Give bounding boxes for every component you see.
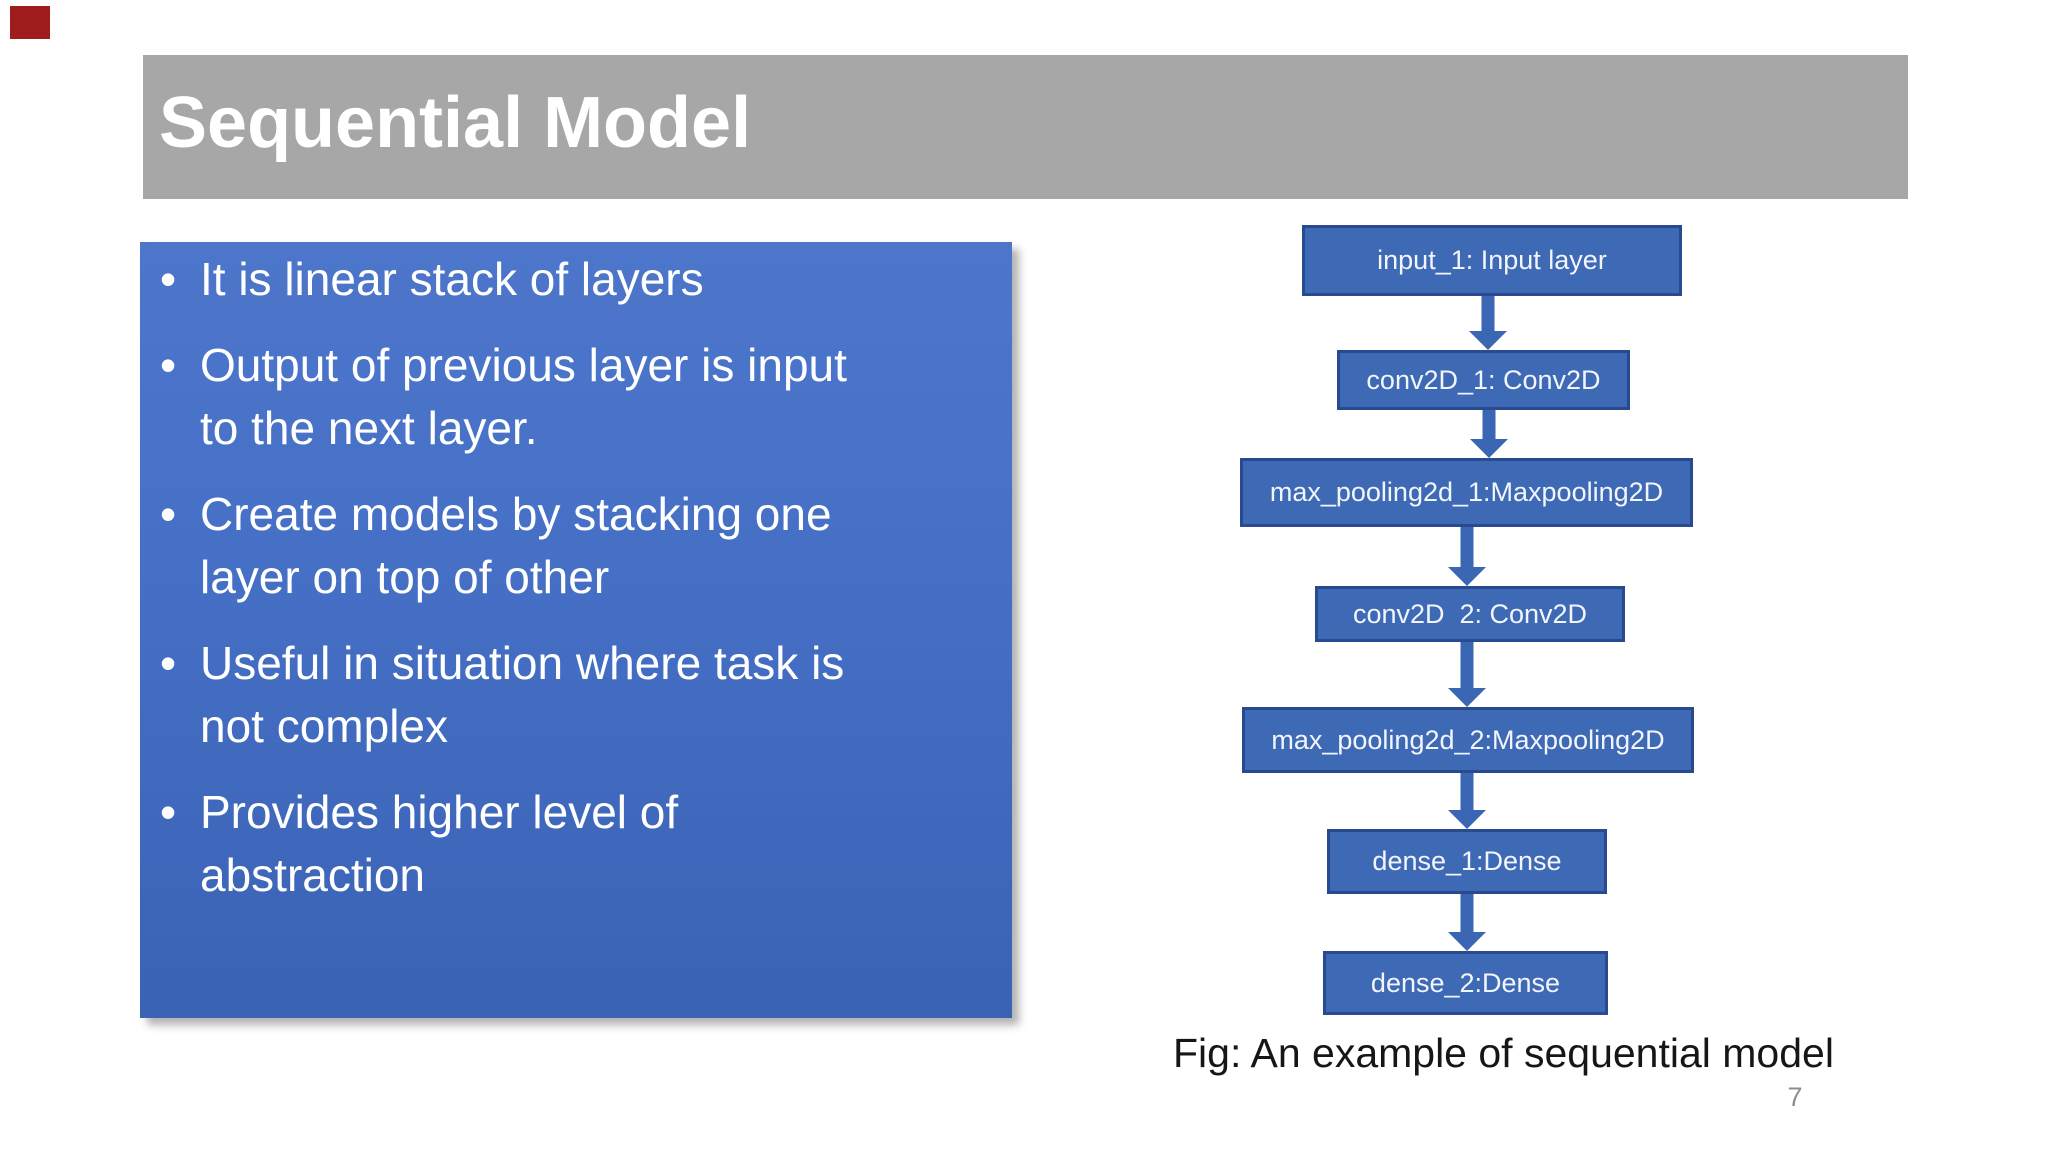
bullet-item: Provides higher level of abstraction xyxy=(140,781,992,907)
bullet-text: Provides higher level of xyxy=(200,786,679,838)
figure-caption: Fig: An example of sequential model xyxy=(1173,1030,1834,1076)
bullet-text: Useful in situation where task is xyxy=(200,637,845,689)
down-arrow-icon xyxy=(1469,296,1507,350)
down-arrow-icon xyxy=(1470,410,1508,458)
bullet-text: not complex xyxy=(200,700,449,752)
down-arrow-icon xyxy=(1448,527,1486,586)
down-arrow-icon xyxy=(1448,894,1486,951)
flow-node-max-pooling2d-2: max_pooling2d_2:Maxpooling2D xyxy=(1242,707,1694,773)
down-arrow-icon xyxy=(1448,642,1486,707)
flow-node-max-pooling2d-1: max_pooling2d_1:Maxpooling2D xyxy=(1240,458,1693,527)
bullet-text: Output of previous layer is input xyxy=(200,339,847,391)
bullet-item: Useful in situation where task is not co… xyxy=(140,632,992,758)
bullet-text: Create models by stacking one xyxy=(200,488,832,540)
flow-node-conv2d-1: conv2D_1: Conv2D xyxy=(1337,350,1630,410)
bullet-list: It is linear stack of layers Output of p… xyxy=(140,242,1012,907)
flow-node-dense-2: dense_2:Dense xyxy=(1323,951,1608,1015)
bullet-item: Create models by stacking one layer on t… xyxy=(140,483,992,609)
bullet-text: to the next layer. xyxy=(200,402,538,454)
bullet-item: Output of previous layer is input to the… xyxy=(140,334,992,460)
bullet-panel: It is linear stack of layers Output of p… xyxy=(140,242,1012,1018)
flow-node-dense-1: dense_1:Dense xyxy=(1327,829,1607,894)
page-title: Sequential Model xyxy=(159,83,752,163)
flow-node-input-1: input_1: Input layer xyxy=(1302,225,1682,296)
red-corner-marker xyxy=(10,6,50,39)
title-bar: Sequential Model xyxy=(143,55,1908,199)
bullet-text: abstraction xyxy=(200,849,426,901)
down-arrow-icon xyxy=(1448,773,1486,829)
flow-node-conv2d-2: conv2D 2: Conv2D xyxy=(1315,586,1625,642)
bullet-text: It is linear stack of layers xyxy=(200,253,704,305)
bullet-item: It is linear stack of layers xyxy=(140,248,992,311)
bullet-text: layer on top of other xyxy=(200,551,610,603)
page-number: 7 xyxy=(1787,1082,1803,1112)
